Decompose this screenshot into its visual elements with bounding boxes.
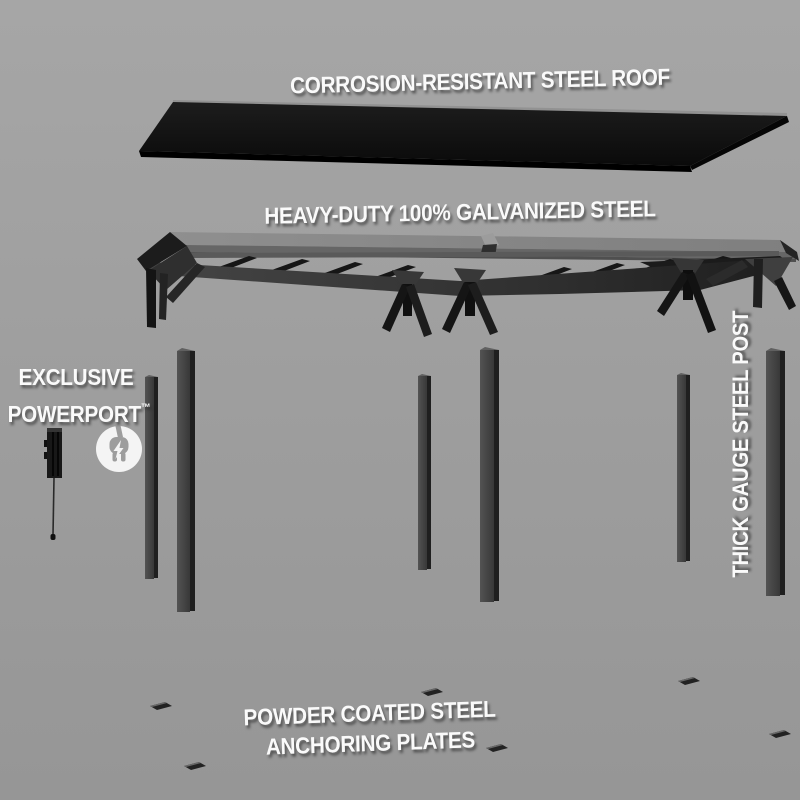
powerport-label-line1: EXCLUSIVE bbox=[18, 364, 134, 390]
anchor-plate bbox=[678, 677, 700, 685]
frame-center-bracket-right bbox=[442, 268, 498, 335]
roof-thickness bbox=[139, 151, 692, 172]
post-label: THICK GAUGE STEEL POST bbox=[728, 310, 753, 578]
anchor-plate bbox=[421, 688, 443, 696]
roof-right-edge bbox=[690, 116, 789, 170]
frame-back-bar bbox=[188, 251, 779, 258]
roof-panel bbox=[139, 100, 789, 172]
frame-right-bracket bbox=[657, 258, 716, 333]
powerport-label-line2: POWERPORT bbox=[7, 401, 142, 427]
powerport-device bbox=[44, 428, 62, 540]
power-plug-lightning-icon bbox=[96, 423, 142, 472]
powerport-label: EXCLUSIVE POWERPORT™ bbox=[7, 362, 151, 430]
roof-face bbox=[139, 102, 787, 166]
anchor-label: POWDER COATED STEEL ANCHORING PLATES bbox=[196, 692, 543, 764]
post-front-left bbox=[177, 348, 195, 612]
anchor-label-line1: POWDER COATED STEEL bbox=[243, 695, 496, 731]
frame-center-bracket-left bbox=[382, 270, 432, 337]
anchoring-plates bbox=[150, 677, 791, 770]
post-front-middle bbox=[480, 347, 499, 602]
anchor-plate bbox=[486, 744, 508, 752]
anchor-label-line2: ANCHORING PLATES bbox=[265, 726, 476, 760]
frame-deck-top bbox=[170, 232, 796, 252]
roof-frame bbox=[137, 232, 799, 337]
frame-left-bracket bbox=[137, 232, 205, 328]
powerport-trademark: ™ bbox=[140, 402, 151, 414]
post-back-right bbox=[677, 373, 690, 562]
frame-front-rail bbox=[150, 258, 784, 296]
steel-posts bbox=[145, 347, 785, 612]
anchor-plate bbox=[150, 702, 172, 710]
post-back-middle bbox=[418, 374, 431, 570]
post-back-left bbox=[145, 375, 158, 579]
anchor-plate bbox=[769, 730, 791, 738]
anchor-plate bbox=[184, 762, 206, 770]
post-front-right bbox=[766, 348, 785, 596]
frame-right-end bbox=[706, 240, 799, 310]
